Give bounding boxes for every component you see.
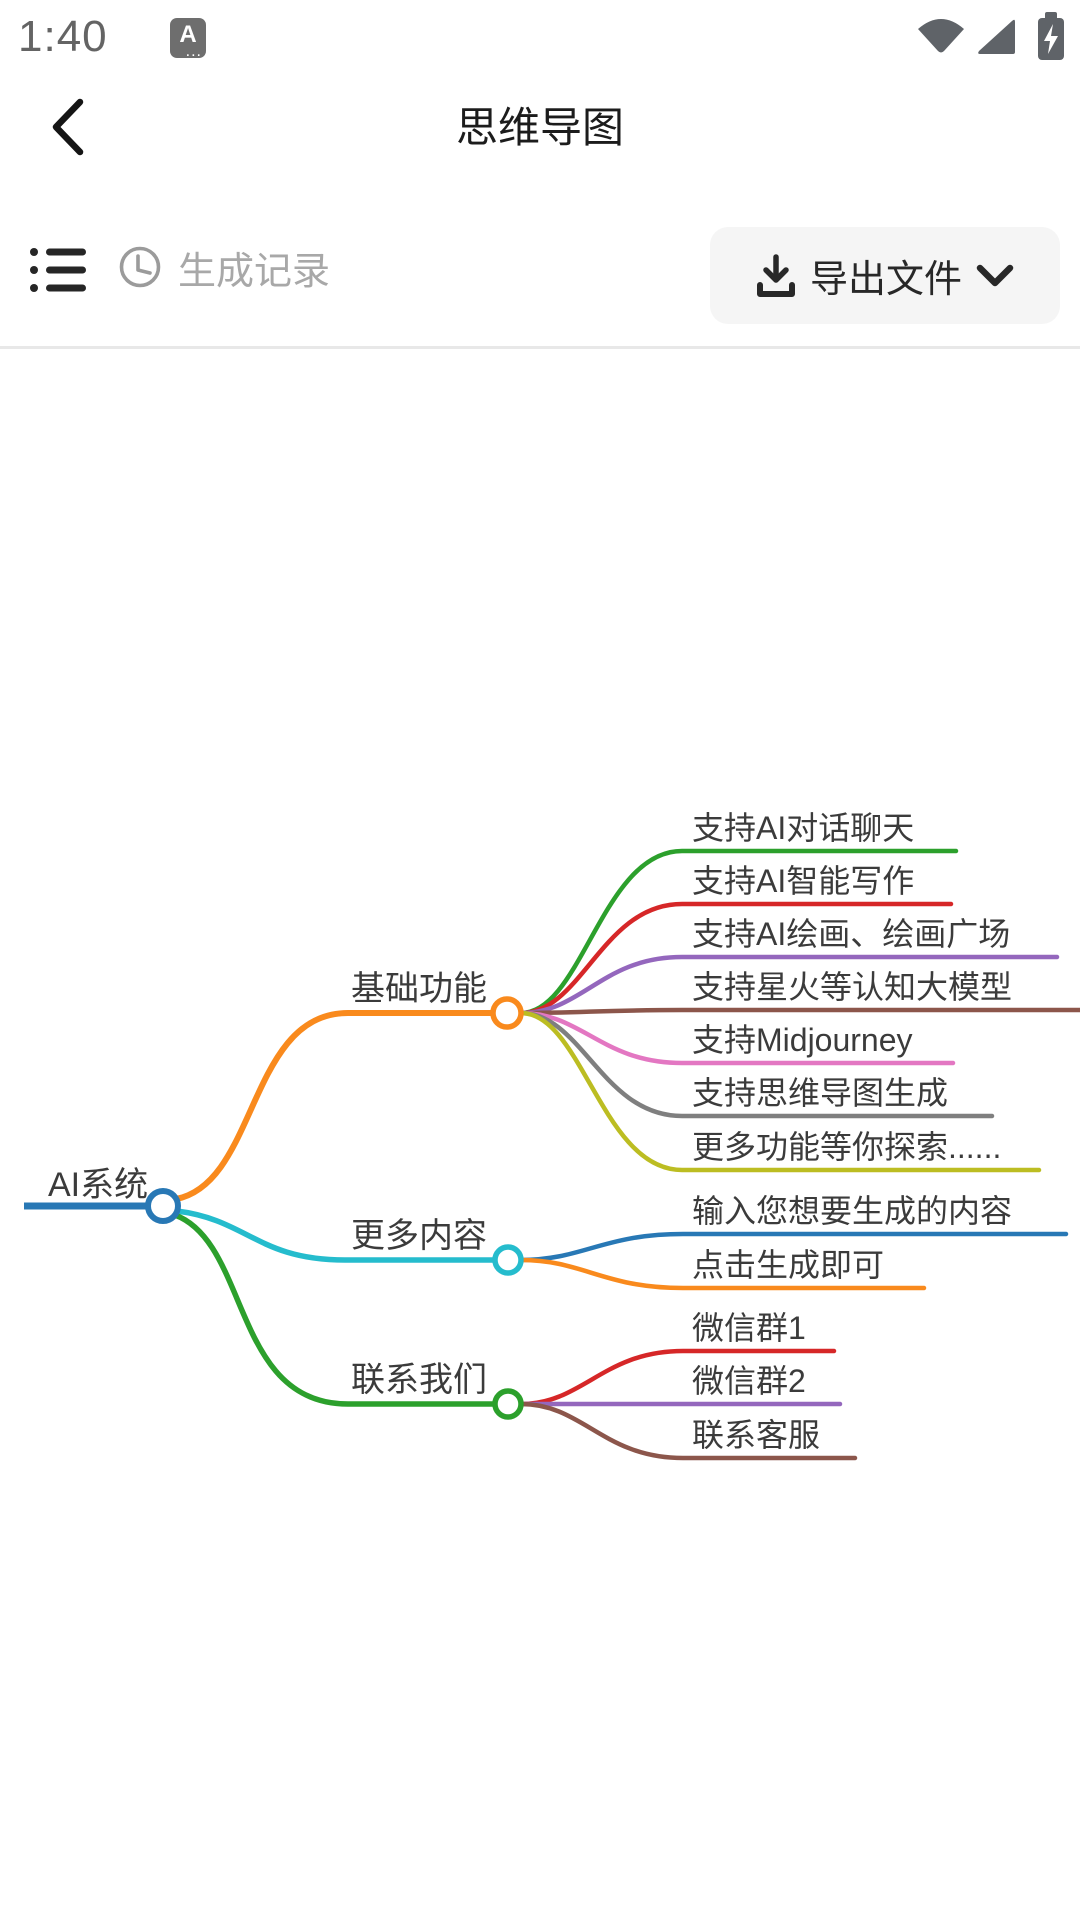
status-right-icons <box>918 12 1064 60</box>
clock-icon <box>119 246 161 288</box>
mindmap-child-label[interactable]: 联系客服 <box>692 1417 820 1453</box>
branch-node-circle[interactable] <box>492 1388 524 1420</box>
branch-node-circle[interactable] <box>492 1244 524 1276</box>
child-connector <box>518 901 954 1016</box>
notification-app-icon: A ... <box>170 18 206 60</box>
list-icon <box>30 248 86 292</box>
mindmap-child-label[interactable]: 更多功能等你探索...... <box>692 1129 1001 1165</box>
mindmap-child-label[interactable]: 微信群2 <box>692 1363 806 1399</box>
branch-connector <box>173 1010 496 1202</box>
export-button-label: 导出文件 <box>809 259 962 301</box>
child-connector <box>518 1007 1080 1016</box>
generation-history-field[interactable]: 生成记录 <box>118 232 330 302</box>
back-button[interactable] <box>36 90 106 160</box>
branch-connector <box>174 1208 498 1263</box>
branch-node-circle[interactable] <box>490 996 524 1030</box>
export-file-button[interactable]: 导出文件 <box>710 227 1060 324</box>
root-node-circle[interactable] <box>145 1188 181 1224</box>
child-connector <box>518 848 959 1016</box>
branch-connector <box>172 1212 498 1407</box>
outline-list-button[interactable] <box>26 242 92 298</box>
chevron-left-icon <box>52 98 84 156</box>
battery-charging-bolt-icon <box>1044 24 1058 54</box>
mindmap-root-label[interactable]: AI系统 <box>48 1166 148 1204</box>
chevron-down-icon <box>976 264 1014 286</box>
wifi-icon <box>918 19 964 53</box>
mindmap-child-label[interactable]: 微信群1 <box>692 1310 806 1346</box>
battery-cap <box>1045 12 1057 20</box>
cellular-signal-icon <box>978 19 1015 54</box>
mindmap-child-label[interactable]: 支持AI智能写作 <box>692 863 914 899</box>
child-connector <box>518 1348 837 1407</box>
mindmap-branch-label[interactable]: 基础功能 <box>351 970 487 1008</box>
child-connector <box>518 1010 1042 1173</box>
status-bar: 1:40 A ... <box>0 0 1080 70</box>
child-connector <box>518 954 1060 1016</box>
mindmap-child-label[interactable]: 输入您想要生成的内容 <box>692 1193 1012 1229</box>
page-title: 思维导图 <box>455 104 624 151</box>
toolbar: 生成记录 导出文件 <box>0 180 1080 346</box>
status-time: 1:40 <box>18 12 108 61</box>
history-placeholder: 生成记录 <box>178 250 331 293</box>
toolbar-divider <box>0 346 1080 349</box>
mindmap-child-label[interactable]: 支持Midjourney <box>692 1022 913 1058</box>
app-badge-letter: A <box>179 21 197 48</box>
header: 思维导图 <box>0 70 1080 180</box>
mindmap-child-label[interactable]: 点击生成即可 <box>692 1247 884 1283</box>
mindmap-branch-label[interactable]: 联系我们 <box>351 1361 487 1399</box>
mindmap-child-label[interactable]: 支持思维导图生成 <box>692 1075 948 1111</box>
child-connector <box>518 1231 1069 1263</box>
mindmap-child-label[interactable]: 支持星火等认知大模型 <box>692 969 1012 1005</box>
mindmap-child-label[interactable]: 支持AI对话聊天 <box>692 810 914 846</box>
child-connector <box>518 1257 927 1291</box>
mindmap-branch-label[interactable]: 更多内容 <box>351 1217 487 1255</box>
mindmap-child-label[interactable]: 支持AI绘画、绘画广场 <box>692 916 1010 952</box>
download-icon <box>756 253 795 297</box>
child-connector <box>518 1401 858 1461</box>
